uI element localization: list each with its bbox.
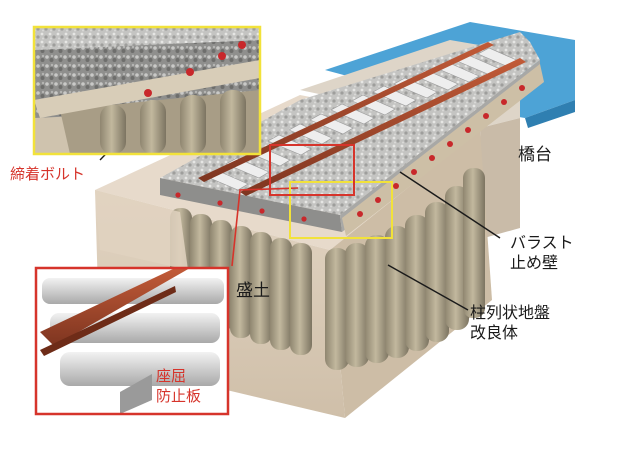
pointer-plate bbox=[231, 187, 299, 267]
water-edge bbox=[525, 100, 575, 128]
embankment-front-cover bbox=[95, 190, 188, 270]
highlight-box-red bbox=[269, 144, 355, 196]
abutment-side bbox=[480, 118, 520, 238]
highlight-box-yellow bbox=[289, 181, 393, 239]
label-ballast-wall-2: 止め壁 bbox=[510, 253, 559, 272]
ballast-side bbox=[160, 178, 342, 232]
pointer-wall bbox=[399, 171, 501, 239]
inset-plate-detail bbox=[34, 266, 230, 416]
rail-right bbox=[240, 58, 526, 196]
rail-left bbox=[198, 42, 494, 182]
label-plate-1: 座屈 bbox=[156, 367, 187, 385]
label-abutment: 橋台 bbox=[518, 145, 552, 165]
label-bolt: 締着ボルト bbox=[10, 165, 86, 183]
label-embankment: 盛土 bbox=[236, 281, 270, 301]
inset-bolt-detail bbox=[32, 25, 262, 156]
wall-bolts bbox=[175, 85, 525, 222]
pointer-column bbox=[387, 264, 469, 311]
label-ballast-wall-1: バラスト bbox=[510, 233, 574, 252]
label-column-1: 柱列状地盤 bbox=[470, 303, 551, 322]
label-column-2: 改良体 bbox=[470, 323, 519, 342]
label-plate-2: 防止板 bbox=[156, 387, 202, 405]
column-row-front bbox=[325, 168, 485, 370]
